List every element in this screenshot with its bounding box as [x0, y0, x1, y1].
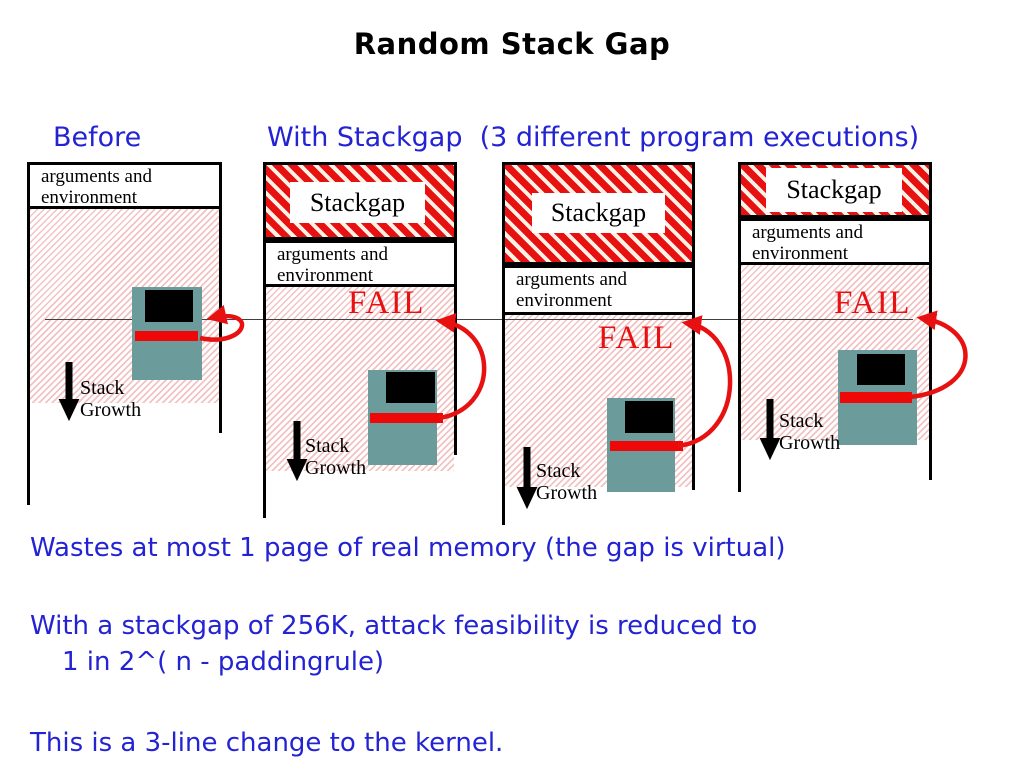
- stackgap-label: Stackgap: [766, 168, 902, 212]
- stackgap-hatch-box: Stackgap: [263, 162, 457, 240]
- stackgap-label: Stackgap: [532, 193, 665, 233]
- slide-title: Random Stack Gap: [353, 27, 671, 61]
- arguments-environment-box: arguments and environment: [27, 162, 222, 209]
- column-border-right: [454, 162, 457, 455]
- args-line2: environment: [277, 265, 374, 286]
- args-line2: environment: [752, 243, 849, 264]
- stack-growth-line2: Growth: [305, 457, 367, 479]
- arguments-environment-box: arguments and environment: [738, 218, 932, 265]
- stack-growth-line1: Stack: [536, 460, 581, 482]
- column-border-left: [263, 162, 266, 518]
- note-feasibility-line2: 1 in 2^( n - paddingrule): [62, 647, 385, 677]
- note-kernel-change: This is a 3-line change to the kernel.: [30, 728, 504, 758]
- stack-growth-label: Stack Growth: [536, 460, 597, 504]
- stack-growth-label: Stack Growth: [80, 377, 141, 421]
- heading-before: Before: [53, 122, 142, 153]
- stack-growth-label: Stack Growth: [779, 410, 840, 454]
- stack-growth-line2: Growth: [536, 482, 598, 504]
- args-line1: arguments and: [516, 269, 627, 290]
- arguments-environment-box: arguments and environment: [263, 240, 457, 287]
- fail-label: FAIL: [598, 320, 675, 356]
- column-border-left: [502, 162, 505, 525]
- stackgap-hatch-box: Stackgap: [738, 162, 932, 218]
- note-wastes-memory: Wastes at most 1 page of real memory (th…: [30, 533, 786, 563]
- note-feasibility-line1: With a stackgap of 256K, attack feasibil…: [30, 611, 758, 641]
- args-line1: arguments and: [41, 166, 152, 187]
- args-line2: environment: [41, 187, 138, 208]
- stack-growth-line2: Growth: [779, 432, 841, 454]
- arguments-environment-box: arguments and environment: [502, 265, 695, 315]
- monitor-screen-icon: [386, 372, 435, 403]
- monitor-screen-icon: [857, 354, 905, 385]
- stackgap-label: Stackgap: [290, 182, 425, 223]
- stack-growth-label: Stack Growth: [305, 435, 366, 479]
- fail-label: FAIL: [348, 285, 425, 321]
- heading-with-stackgap: With Stackgap (3 different program execu…: [267, 122, 920, 153]
- column-border-left: [738, 162, 741, 492]
- monitor-screen-icon: [145, 290, 193, 322]
- attack-target-bar: [610, 441, 683, 451]
- args-line1: arguments and: [277, 244, 388, 265]
- attack-target-bar: [840, 392, 912, 403]
- args-line2: environment: [516, 290, 613, 311]
- attack-target-bar: [370, 413, 443, 423]
- fail-label: FAIL: [834, 285, 911, 321]
- column-border-right: [219, 162, 222, 433]
- stack-growth-line2: Growth: [80, 399, 142, 421]
- args-line1: arguments and: [752, 222, 863, 243]
- stack-growth-line1: Stack: [779, 410, 824, 432]
- monitor-screen-icon: [625, 401, 673, 433]
- stack-growth-line1: Stack: [80, 377, 125, 399]
- stack-growth-line1: Stack: [305, 435, 350, 457]
- attack-target-bar: [135, 331, 198, 341]
- stackgap-hatch-box: Stackgap: [502, 162, 695, 265]
- column-border-left: [27, 162, 30, 505]
